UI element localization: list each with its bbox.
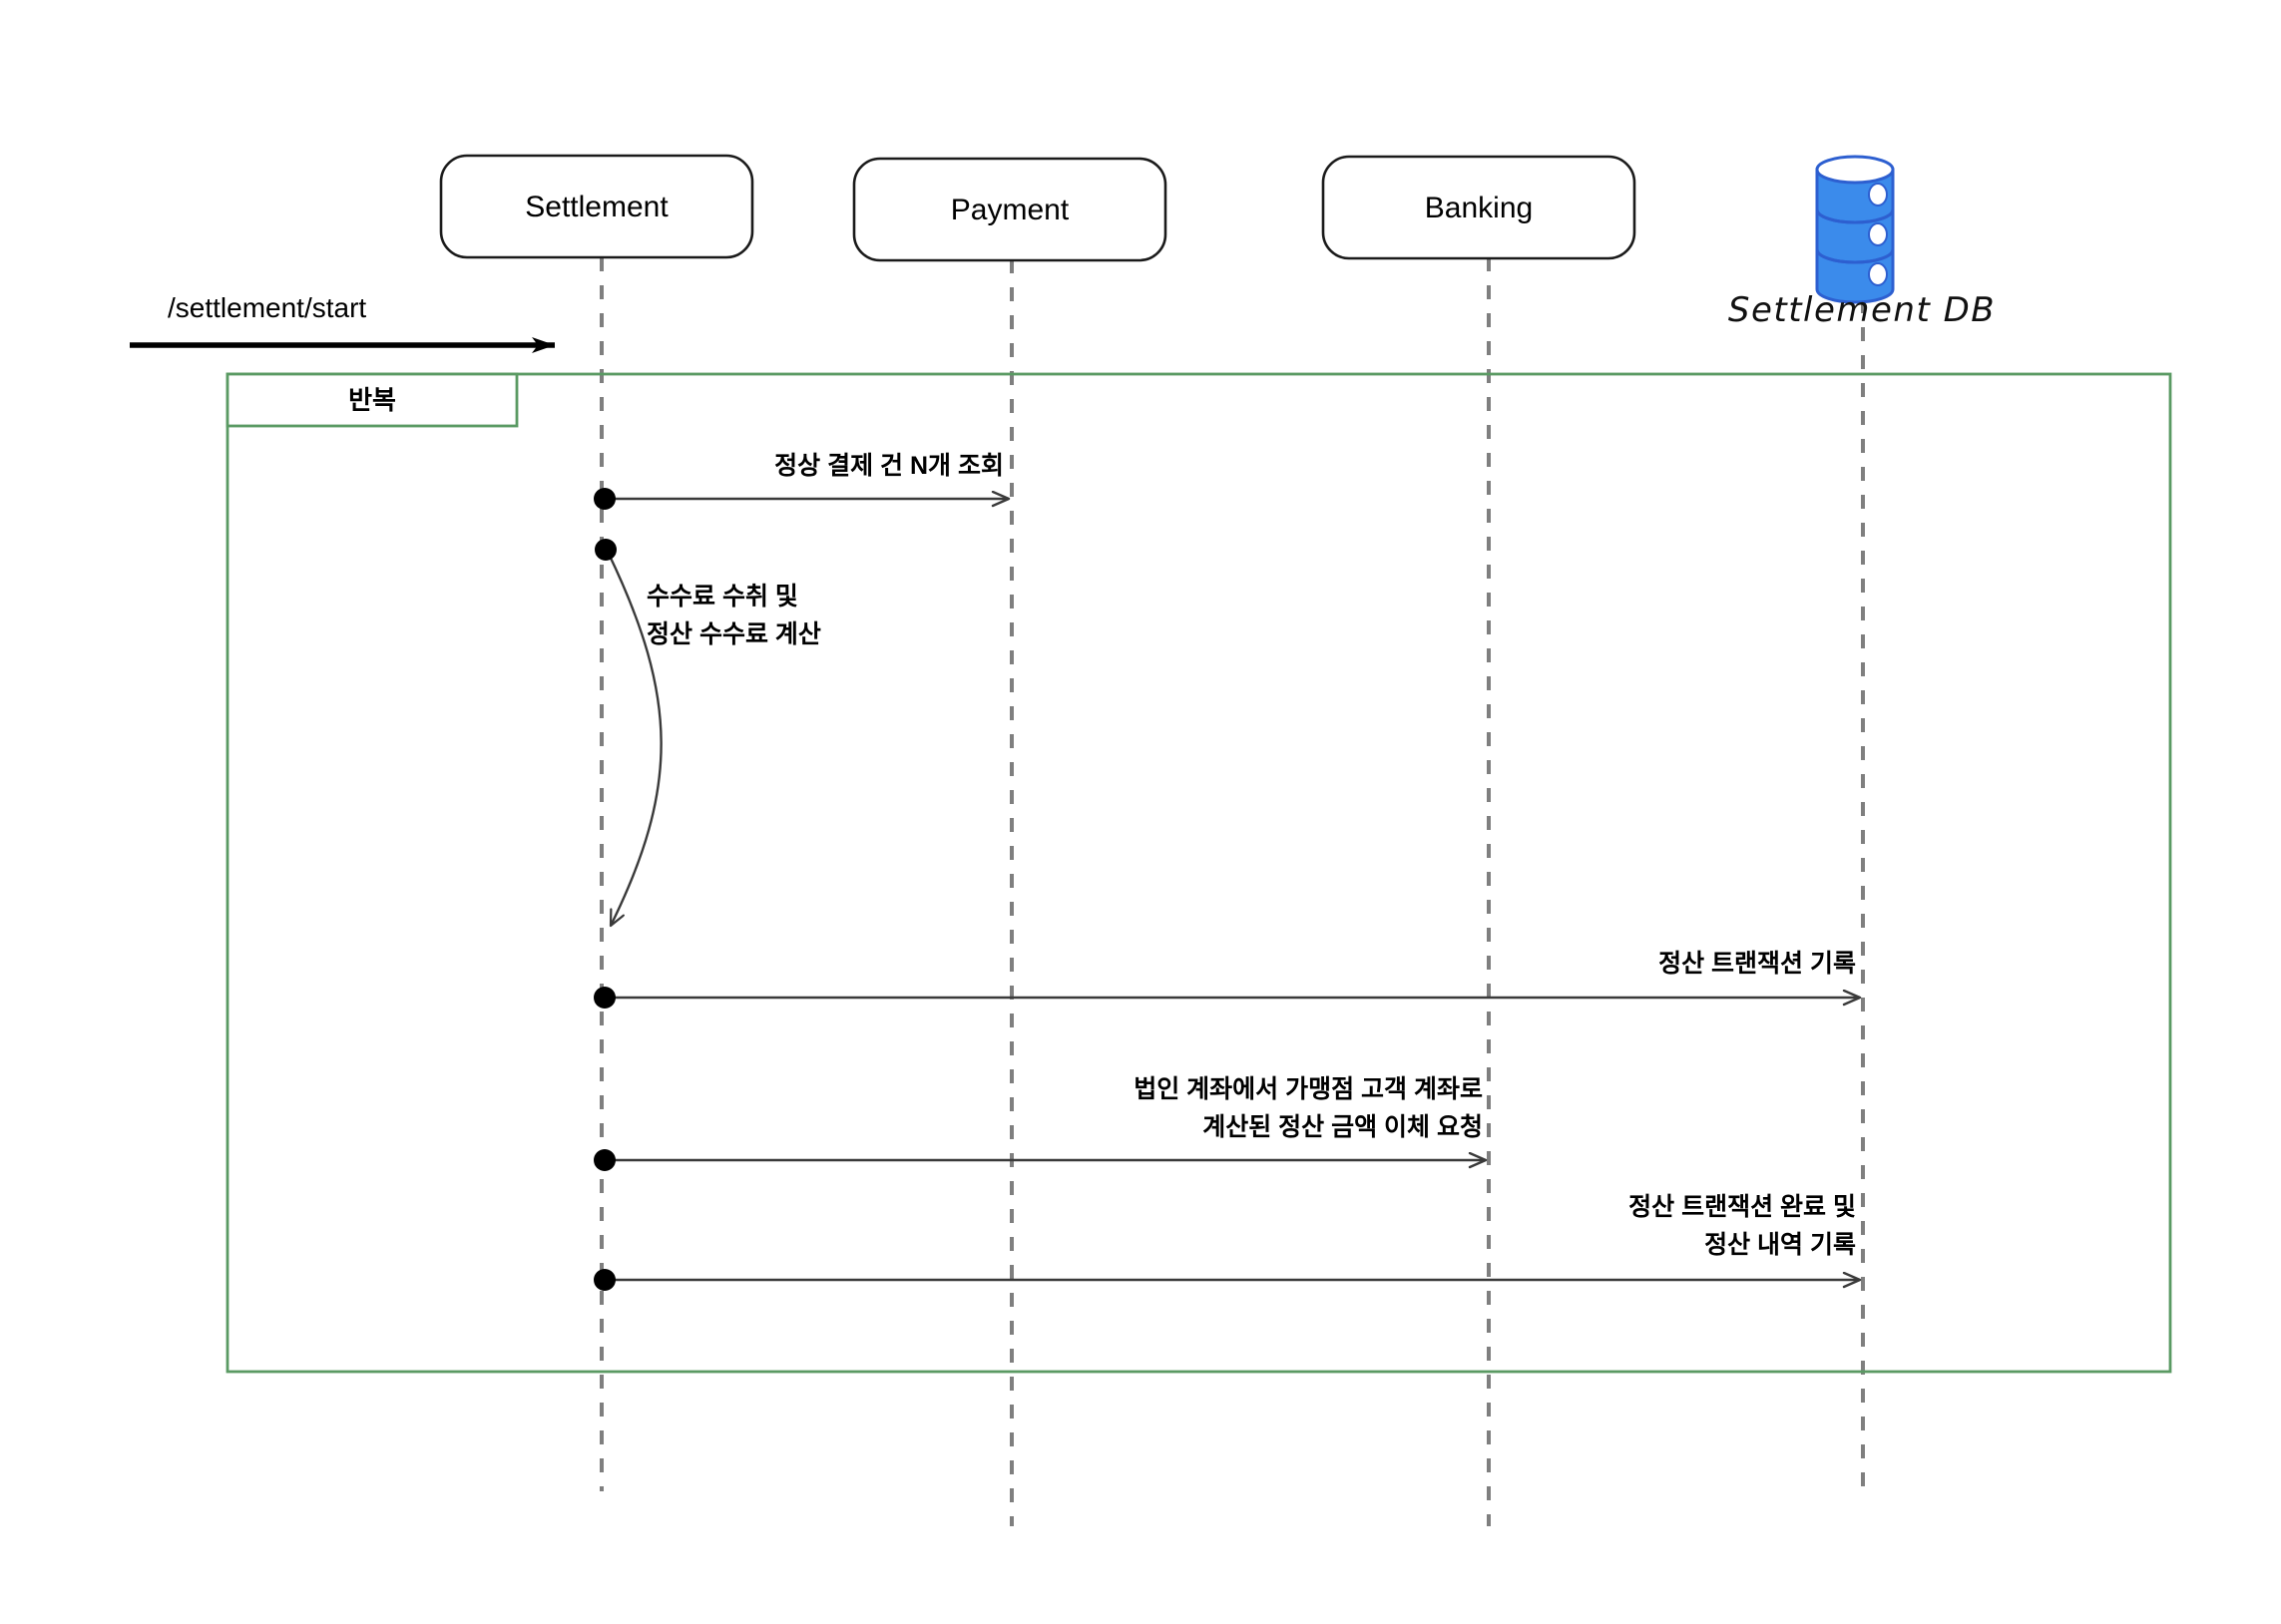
loop-tab [226,372,519,428]
message-3-label-line-1: 정산 트랜잭션 기록 [1658,950,1856,978]
participant-banking[interactable]: Banking [1321,155,1636,260]
message-5-label-line-1: 정산 트랜잭션 완료 및 [1628,1193,1856,1221]
message-2-self[interactable]: 수수료 수취 및 정산 수수료 계산 [595,539,821,926]
participant-box-settlement[interactable] [439,154,754,259]
loop-tab-label: 반복 [348,385,396,415]
message-2-label-line-1: 수수료 수취 및 [647,583,798,610]
message-4-origin-dot [594,1149,616,1171]
db-indicator-1 [1868,183,1888,206]
participant-label-settlement-db: Settlement DB [1728,290,1996,330]
db-indicator-2 [1868,222,1888,246]
entry-message[interactable]: /settlement/start [130,292,555,353]
participant-box-banking[interactable] [1321,155,1636,260]
message-5-origin-dot [594,1269,616,1291]
entry-message-label: /settlement/start [168,292,366,323]
message-4-label-line-1: 법인 계좌에서 가맹점 고객 계좌로 [1134,1075,1483,1103]
loop-fragment: 반복 [226,372,2172,1374]
db-indicator-3 [1868,262,1888,286]
message-2-self-curve [606,551,663,926]
message-4-label-line-2: 계산된 정산 금액 이체 요청 [1202,1113,1483,1141]
participant-label-banking: Banking [1425,192,1533,224]
loop-frame-border [226,372,2172,1374]
participant-box-payment[interactable] [852,157,1167,262]
participant-payment[interactable]: Payment [852,157,1167,262]
message-3-origin-dot [594,987,616,1009]
message-1-origin-dot [594,488,616,510]
participant-settlement-db[interactable]: Settlement DB [1728,155,1996,330]
message-5[interactable]: 정산 트랜잭션 완료 및 정산 내역 기록 [594,1193,1860,1291]
participant-label-payment: Payment [951,194,1070,226]
message-5-label-line-2: 정산 내역 기록 [1704,1231,1856,1259]
lifelines-group [600,257,1865,1526]
message-3[interactable]: 정산 트랜잭션 기록 [594,950,1860,1009]
message-1-label-line-1: 정상 결제 건 N개 조회 [774,452,1004,480]
participant-label-settlement: Settlement [525,191,669,223]
message-1[interactable]: 정상 결제 건 N개 조회 [594,452,1009,510]
message-2-label-line-2: 정산 수수료 계산 [647,620,821,648]
message-2-origin-dot [595,539,617,561]
message-4[interactable]: 법인 계좌에서 가맹점 고객 계좌로 계산된 정산 금액 이체 요청 [594,1075,1486,1171]
database-cylinder-icon [1815,155,1895,304]
participant-settlement[interactable]: Settlement [439,154,754,259]
